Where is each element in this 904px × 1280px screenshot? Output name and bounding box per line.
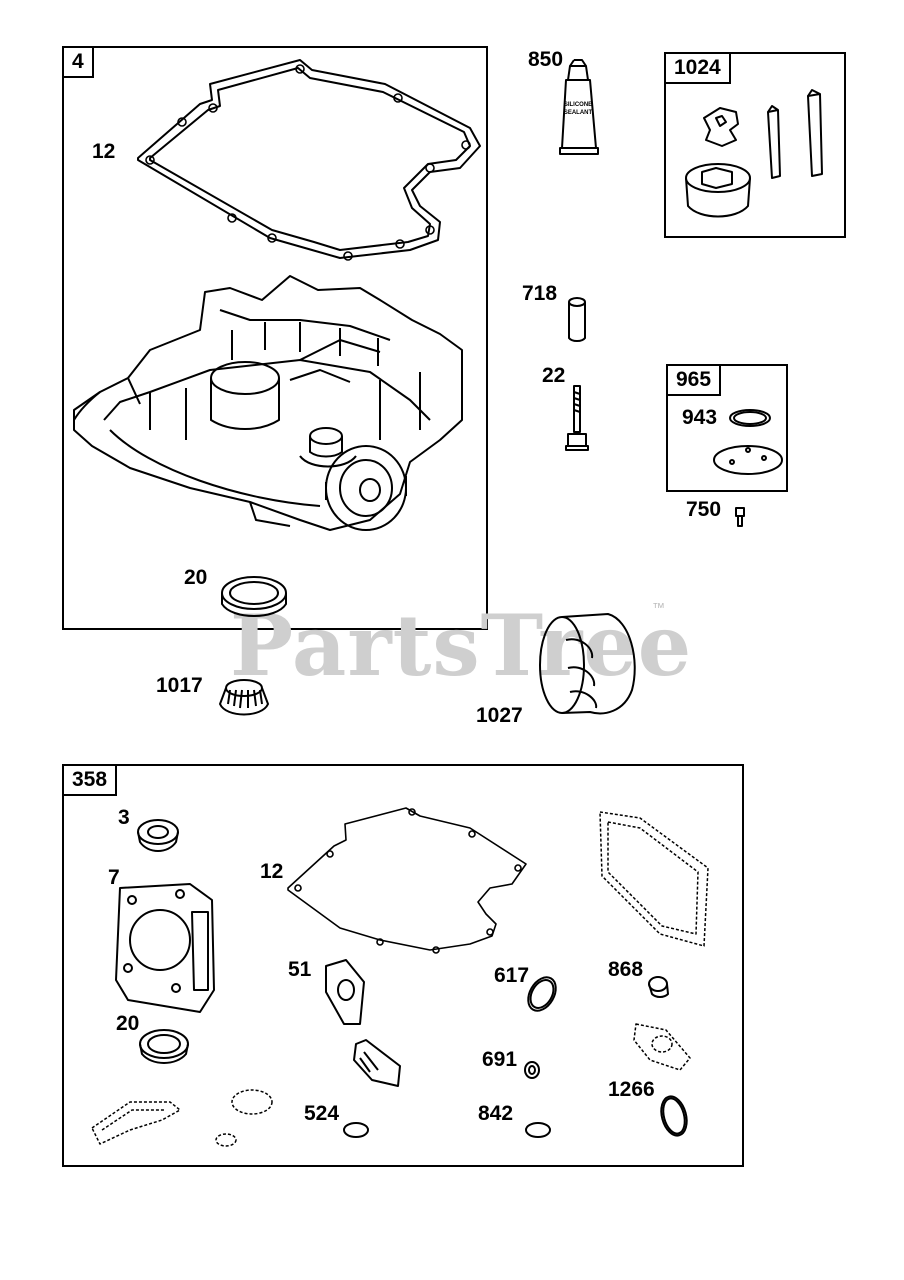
part-label-868: 868: [608, 958, 644, 981]
part-label-850: 850: [528, 48, 564, 71]
fitting-868-drawing: [648, 976, 669, 998]
breather-gasket-drawing: [353, 1039, 401, 1087]
kit-358-frame: 358: [62, 764, 744, 1167]
trademark-symbol: ™: [652, 600, 665, 615]
gasket-dashed-bottom-left-drawing: [91, 1101, 181, 1145]
kit-1024-frame: 1024: [664, 52, 846, 238]
part-label-718: 718: [522, 282, 558, 305]
kit-358-label: 358: [64, 766, 118, 796]
part-label-1017: 1017: [156, 674, 203, 697]
exhaust-gasket-drawing: [633, 1023, 691, 1071]
oil-fill-cap-drawing: [219, 679, 269, 716]
part-label-842: 842: [478, 1102, 514, 1125]
sealant-line-2: SEALANT: [564, 110, 593, 116]
part-label-12-kit: 12: [260, 860, 284, 883]
valve-cover-gasket-drawing: [599, 811, 709, 947]
part-label-1027: 1027: [476, 704, 523, 727]
part-label-22: 22: [542, 364, 566, 387]
kit-965-label: 965: [668, 366, 722, 396]
kit-965-frame: 965: [666, 364, 788, 492]
part-label-617: 617: [494, 964, 530, 987]
part-label-7: 7: [108, 866, 120, 889]
part-label-51: 51: [288, 958, 312, 981]
sealant-line-1: SILICONE: [564, 102, 592, 108]
partstree-watermark: PartsTree: [230, 596, 693, 695]
seal-691-drawing: [524, 1061, 540, 1079]
part-label-1266: 1266: [608, 1078, 655, 1101]
oil-seal-top-drawing: [221, 576, 287, 617]
oil-seal-20-kit-drawing: [139, 1029, 189, 1064]
o-ring-617-drawing: [527, 976, 557, 1012]
cylinder-head-gasket-drawing: [115, 883, 215, 1013]
oil-pan-sump-drawing: [73, 275, 463, 531]
oil-pan-gasket-kit-drawing: [287, 807, 527, 954]
o-ring-524-drawing: [343, 1122, 369, 1138]
screw-drawing: [735, 507, 745, 527]
bolt-drawing: [565, 385, 589, 451]
part-label-20-top: 20: [184, 566, 208, 589]
part-label-3: 3: [118, 806, 130, 829]
part-label-20-kit: 20: [116, 1012, 140, 1035]
oil-seal-kit-drawing: [137, 819, 179, 852]
o-ring-1266-drawing: [660, 1095, 688, 1137]
part-label-691: 691: [482, 1048, 518, 1071]
oil-pump-rotor-kit-drawing: [685, 89, 823, 218]
o-ring-842-drawing: [525, 1122, 551, 1138]
pump-cover-kit-drawing: [713, 409, 783, 475]
dowel-pin-drawing: [568, 297, 586, 342]
part-label-750: 750: [686, 498, 722, 521]
oil-pan-gasket-top-drawing: [137, 59, 481, 261]
kit-4-frame: 4: [62, 46, 488, 630]
kit-1024-label: 1024: [666, 54, 731, 84]
kit-4-label: 4: [64, 48, 94, 78]
part-label-524: 524: [304, 1102, 340, 1125]
intake-gasket-drawing: [325, 959, 365, 1025]
part-label-943: 943: [682, 406, 718, 429]
oil-filter-drawing: [539, 613, 636, 715]
part-label-12-top: 12: [92, 140, 116, 163]
silicone-sealant-tube-drawing: [559, 59, 599, 155]
o-ring-dashed-drawing: [215, 1089, 273, 1147]
